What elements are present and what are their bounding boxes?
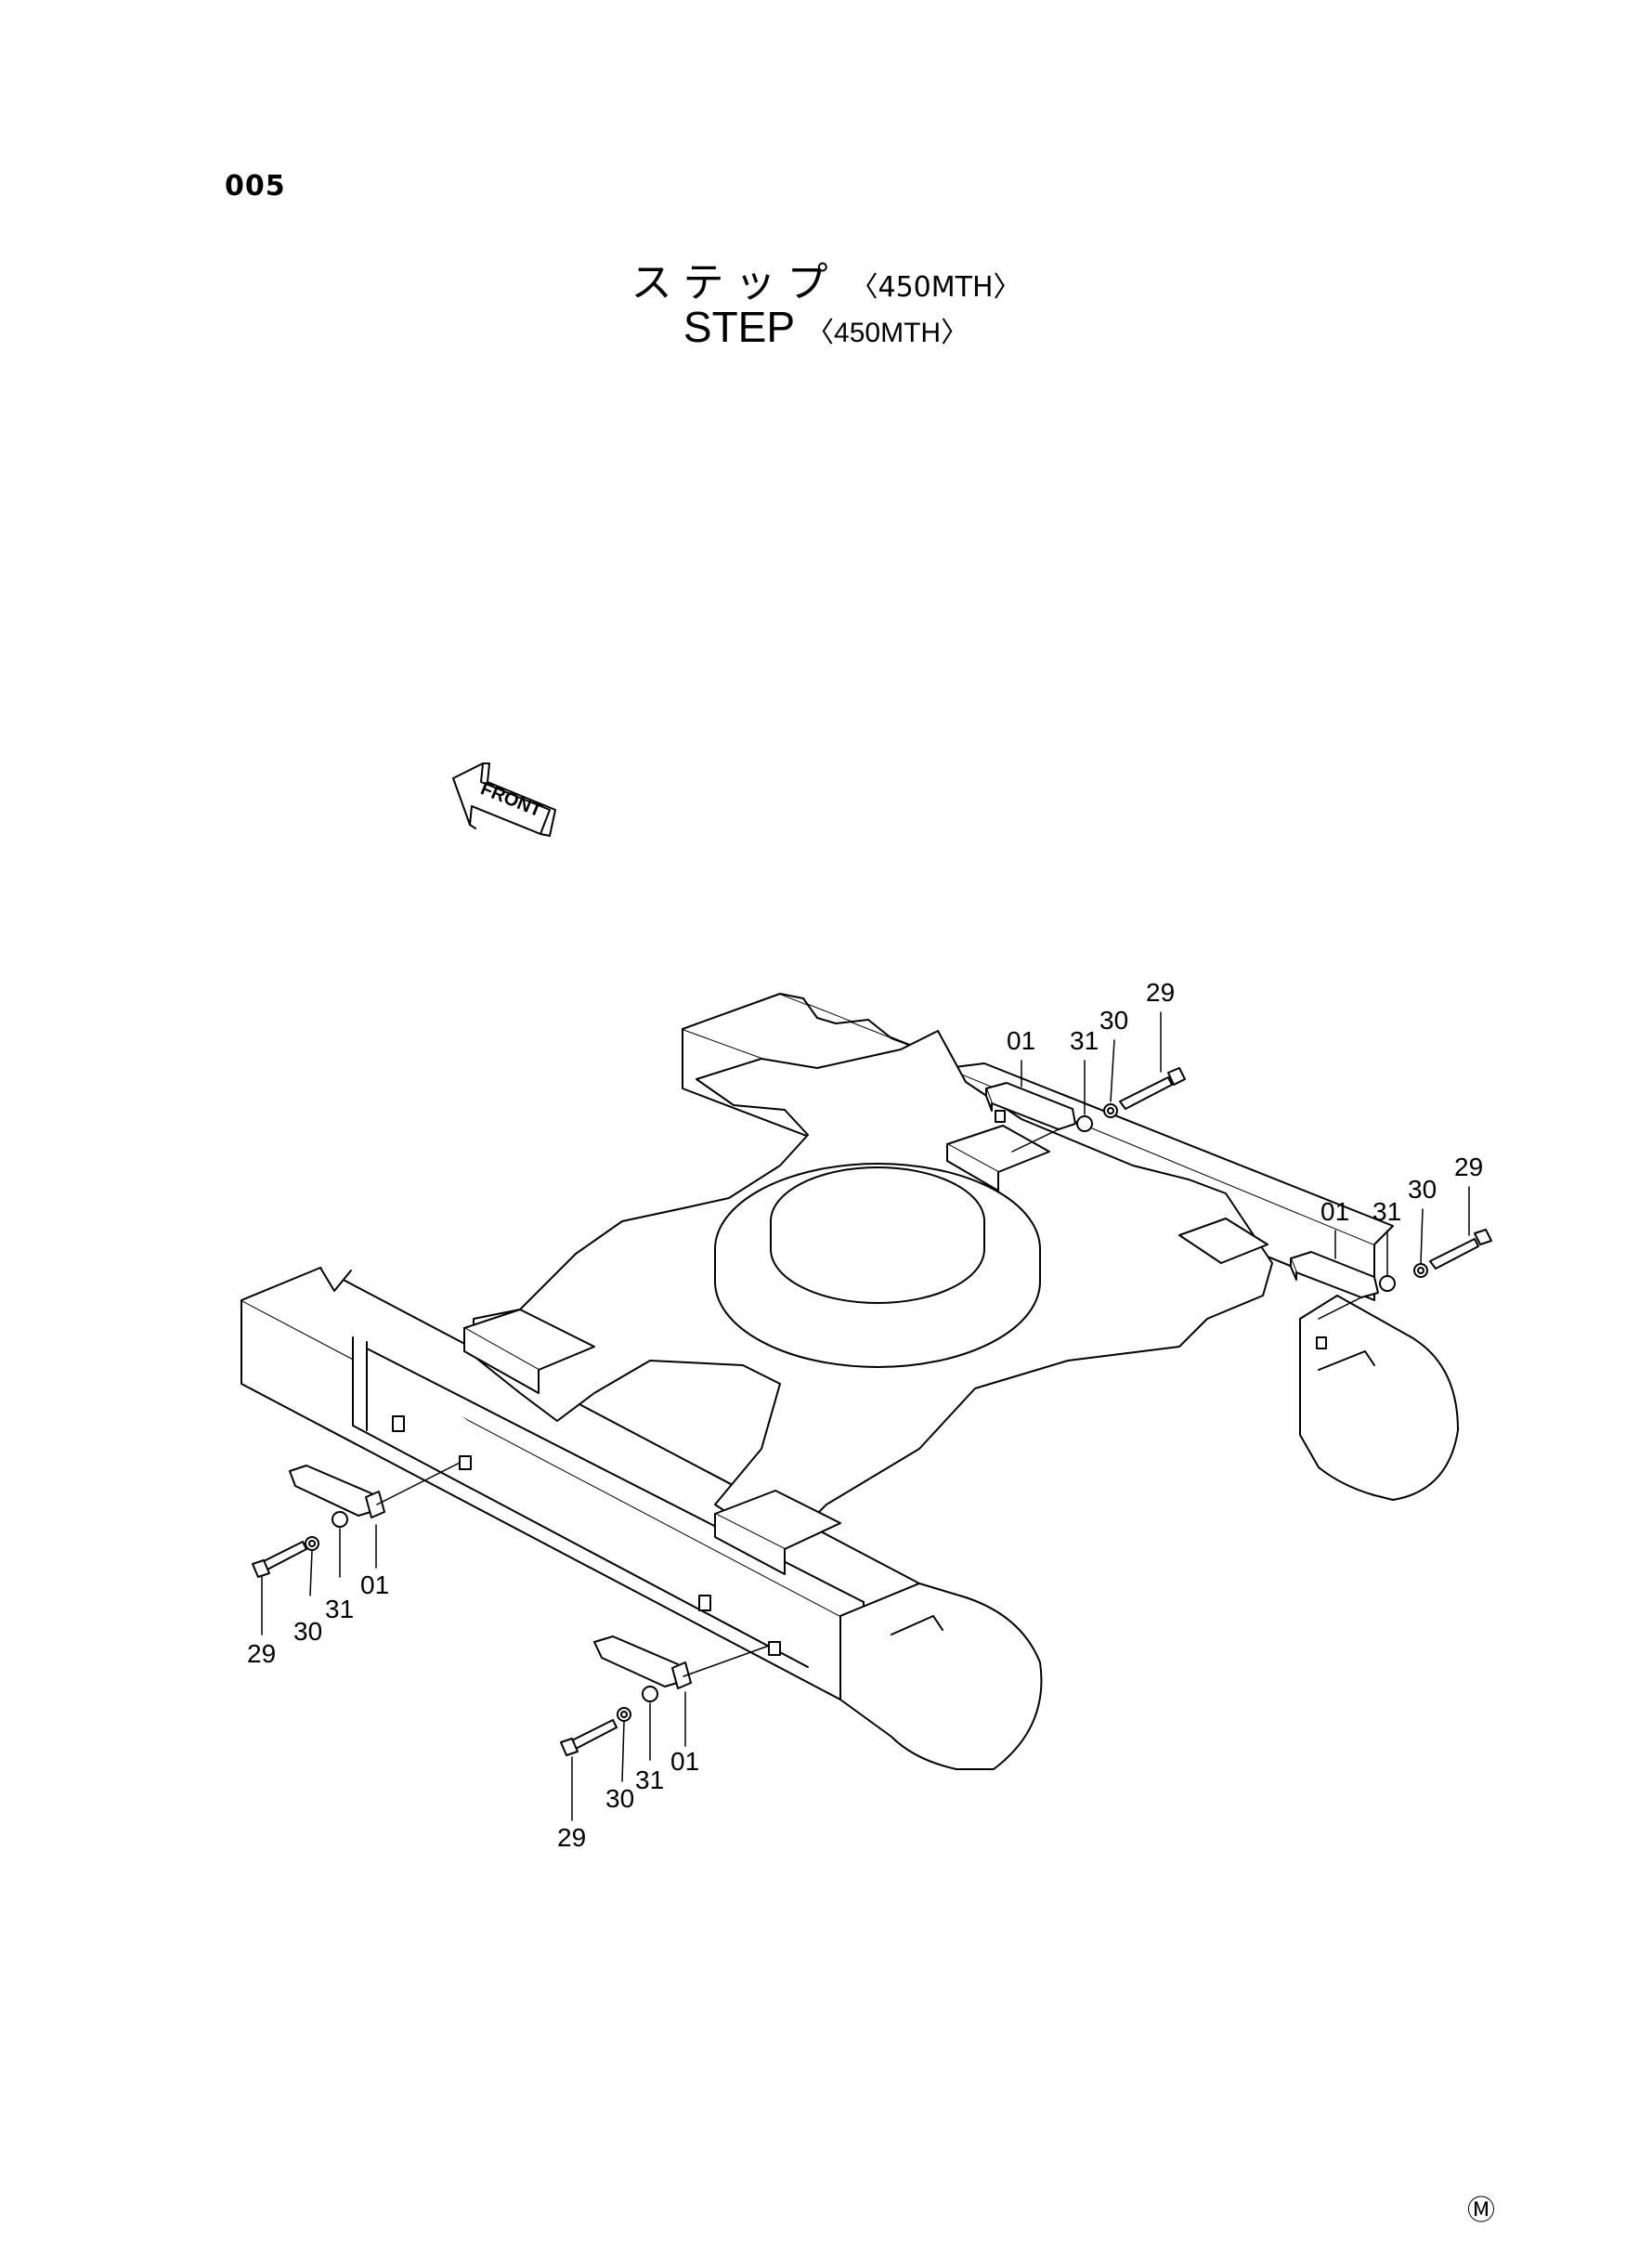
callout-31: 31	[325, 1595, 354, 1623]
callout-01: 01	[1007, 1026, 1035, 1055]
callout-29: 29	[247, 1639, 276, 1668]
callout-30: 30	[1408, 1175, 1437, 1204]
callout-31: 31	[635, 1765, 664, 1794]
title-jp-text: ステップ	[631, 259, 839, 306]
callouts-group-4: 01 31 30 29	[557, 1747, 699, 1852]
callout-30: 30	[1099, 1006, 1128, 1035]
title-jp-suffix: 〈450MTH〉	[850, 271, 1021, 304]
step-group-3	[252, 1462, 461, 1578]
callout-01: 01	[360, 1570, 389, 1599]
callout-29: 29	[557, 1823, 586, 1852]
step-group-4	[560, 1635, 770, 1756]
track-frame-assembly	[241, 993, 1459, 1770]
callouts-group-3: 01 31 30 29	[247, 1570, 389, 1668]
callout-29: 29	[1454, 1153, 1483, 1181]
callout-01: 01	[1320, 1197, 1349, 1226]
callout-31: 31	[1372, 1197, 1401, 1226]
title-japanese: ステップ〈450MTH〉	[0, 249, 1652, 308]
leader-lines	[261, 1011, 1470, 1821]
callout-30: 30	[605, 1784, 634, 1813]
step-group-1	[985, 1067, 1186, 1153]
callouts-group-2: 01 31 30 29	[1320, 1153, 1483, 1226]
callout-01: 01	[670, 1747, 699, 1776]
title-english: STEP 〈450MTH〉	[0, 302, 1652, 352]
page-number: 005	[225, 170, 286, 202]
title-en-suffix: 〈450MTH〉	[806, 318, 969, 348]
m-mark-icon: Ⓜ	[1467, 2195, 1495, 2227]
front-arrow-icon: FRONT	[452, 762, 556, 837]
callout-30: 30	[293, 1617, 322, 1646]
step-group-2	[1290, 1229, 1492, 1320]
callouts-group-1: 01 31 30 29	[1007, 978, 1175, 1055]
callout-29: 29	[1146, 978, 1175, 1007]
callout-31: 31	[1070, 1026, 1099, 1055]
title-en-text: STEP	[683, 303, 796, 351]
